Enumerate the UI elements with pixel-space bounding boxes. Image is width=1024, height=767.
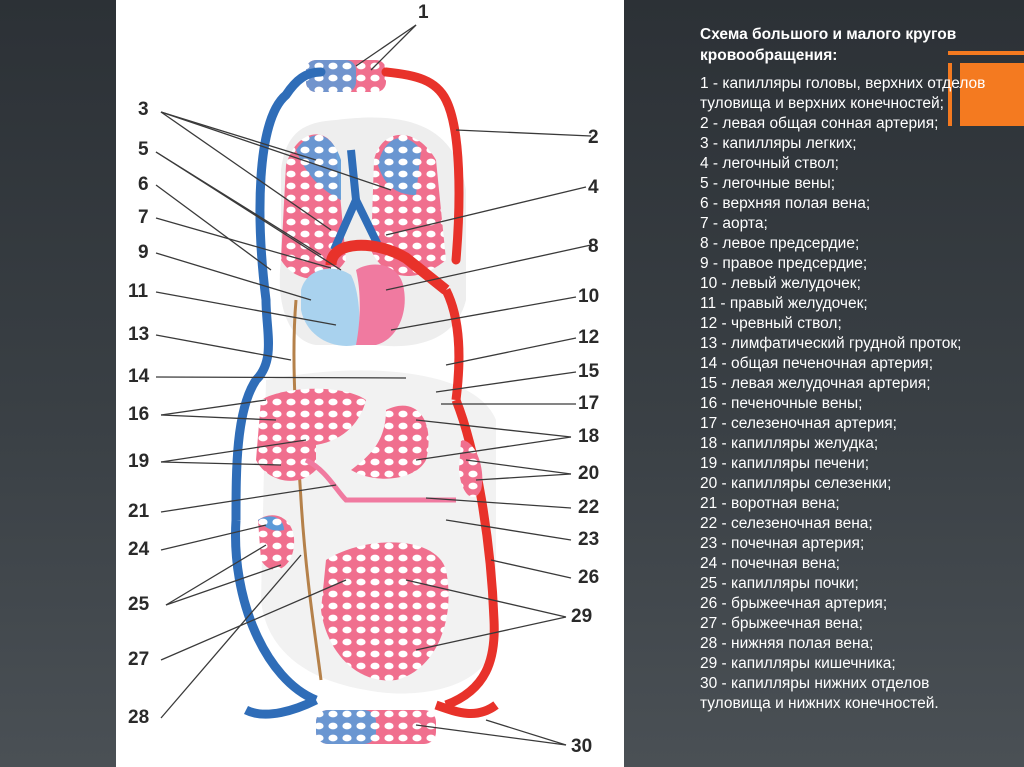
- legend-item-8: 8 - левое предсердие;: [700, 235, 860, 252]
- legend-item-17: 17 - селезеночная артерия;: [700, 415, 897, 432]
- legend-item-29: 29 - капилляры кишечника;: [700, 655, 896, 672]
- accent-line-horizontal: [948, 51, 1024, 55]
- legend-item-28: 28 - нижняя полая вена;: [700, 635, 874, 652]
- label-3: 3: [138, 99, 149, 120]
- legend-item-14: 14 - общая печеночная артерия;: [700, 355, 933, 372]
- legend-item-26: 26 - брыжеечная артерия;: [700, 595, 888, 612]
- legend-item-18: 18 - капилляры желудка;: [700, 435, 879, 452]
- label-16: 16: [128, 404, 149, 425]
- label-14: 14: [128, 366, 150, 387]
- legend-item-3: 3 - капилляры легких;: [700, 135, 857, 152]
- legend-list: 1 - капилляры головы, верхних отделов ту…: [700, 74, 1000, 714]
- portal-vein: [304, 457, 456, 503]
- superior-vena-cava: [231, 299, 273, 521]
- legend-item-22: 22 - селезеночная вена;: [700, 515, 873, 532]
- label-24: 24: [128, 539, 150, 560]
- label-5: 5: [138, 139, 149, 160]
- legend-item-2: 2 - левая общая сонная артерия;: [700, 115, 939, 132]
- legend-item-23: 23 - почечная артерия;: [700, 535, 865, 552]
- label-30: 30: [571, 736, 592, 757]
- stomach-capillaries: [351, 405, 429, 479]
- legend-item-1: 1 - капилляры головы, верхних отделов ту…: [700, 75, 986, 112]
- label-10: 10: [578, 286, 599, 307]
- inferior-vena-cava: [231, 519, 318, 705]
- liver-capillaries: [256, 388, 366, 481]
- legend-item-19: 19 - капилляры печени;: [700, 455, 870, 472]
- legend-item-6: 6 - верхняя полая вена;: [700, 195, 871, 212]
- legend-item-10: 10 - левый желудочек;: [700, 275, 861, 292]
- legend-item-5: 5 - легочные вены;: [700, 175, 836, 192]
- kidney-capillaries: [258, 515, 295, 570]
- circulation-diagram-svg: 1 2 3 4 5 6 7 8 9 10 11 12 13 14 15 16 1…: [128, 2, 600, 757]
- label-6: 6: [138, 174, 149, 195]
- legend-item-4: 4 - легочный ствол;: [700, 155, 839, 172]
- label-22: 22: [578, 497, 599, 518]
- legend-item-21: 21 - воротная вена;: [700, 495, 840, 512]
- label-26: 26: [578, 567, 599, 588]
- label-11: 11: [128, 281, 149, 302]
- label-23: 23: [578, 529, 599, 550]
- legend-item-25: 25 - капилляры почки;: [700, 575, 859, 592]
- label-4: 4: [588, 177, 599, 198]
- label-8: 8: [588, 236, 599, 257]
- legend-item-12: 12 - чревный ствол;: [700, 315, 842, 332]
- label-2: 2: [588, 127, 599, 148]
- legend-item-20: 20 - капилляры селезенки;: [700, 475, 892, 492]
- circulation-diagram: 1 2 3 4 5 6 7 8 9 10 11 12 13 14 15 16 1…: [116, 0, 624, 767]
- slide-title: Схема большого и малого кругов кровообра…: [700, 26, 957, 64]
- label-20: 20: [578, 463, 599, 484]
- legend-item-27: 27 - брыжеечная вена;: [700, 615, 863, 632]
- label-28: 28: [128, 707, 149, 728]
- accent-block: [960, 63, 1024, 126]
- legend-item-13: 13 - лимфатический грудной проток;: [700, 335, 962, 352]
- label-12: 12: [578, 327, 599, 348]
- label-18: 18: [578, 426, 599, 447]
- label-21: 21: [128, 501, 150, 522]
- spleen-capillaries: [459, 440, 483, 498]
- label-29: 29: [571, 606, 592, 627]
- head-capillaries: [255, 60, 464, 305]
- legend-item-11: 11 - правый желудочек;: [700, 295, 868, 312]
- label-9: 9: [138, 242, 149, 263]
- legend-item-24: 24 - почечная вена;: [700, 555, 840, 572]
- thoracic-lymph-duct: [292, 299, 323, 681]
- label-1: 1: [418, 2, 429, 23]
- intestine-capillaries: [321, 542, 449, 681]
- legend-item-7: 7 - аорта;: [700, 215, 768, 232]
- legend-item-15: 15 - левая желудочная артерия;: [700, 375, 931, 392]
- accent-line-vertical: [948, 63, 952, 126]
- label-15: 15: [578, 361, 600, 382]
- label-19: 19: [128, 451, 149, 472]
- legend-panel: Схема большого и малого кругов кровообра…: [700, 24, 1000, 714]
- lower-body-capillaries: [243, 695, 499, 744]
- legend-item-9: 9 - правое предсердие;: [700, 255, 868, 272]
- label-17: 17: [578, 393, 599, 414]
- legend-item-16: 16 - печеночные вены;: [700, 395, 863, 412]
- label-25: 25: [128, 594, 150, 615]
- heart: [301, 239, 464, 401]
- label-13: 13: [128, 324, 149, 345]
- label-7: 7: [138, 207, 149, 228]
- legend-item-30: 30 - капилляры нижних отделов туловища и…: [700, 675, 939, 712]
- pointer-lines: [155, 24, 592, 746]
- label-27: 27: [128, 649, 149, 670]
